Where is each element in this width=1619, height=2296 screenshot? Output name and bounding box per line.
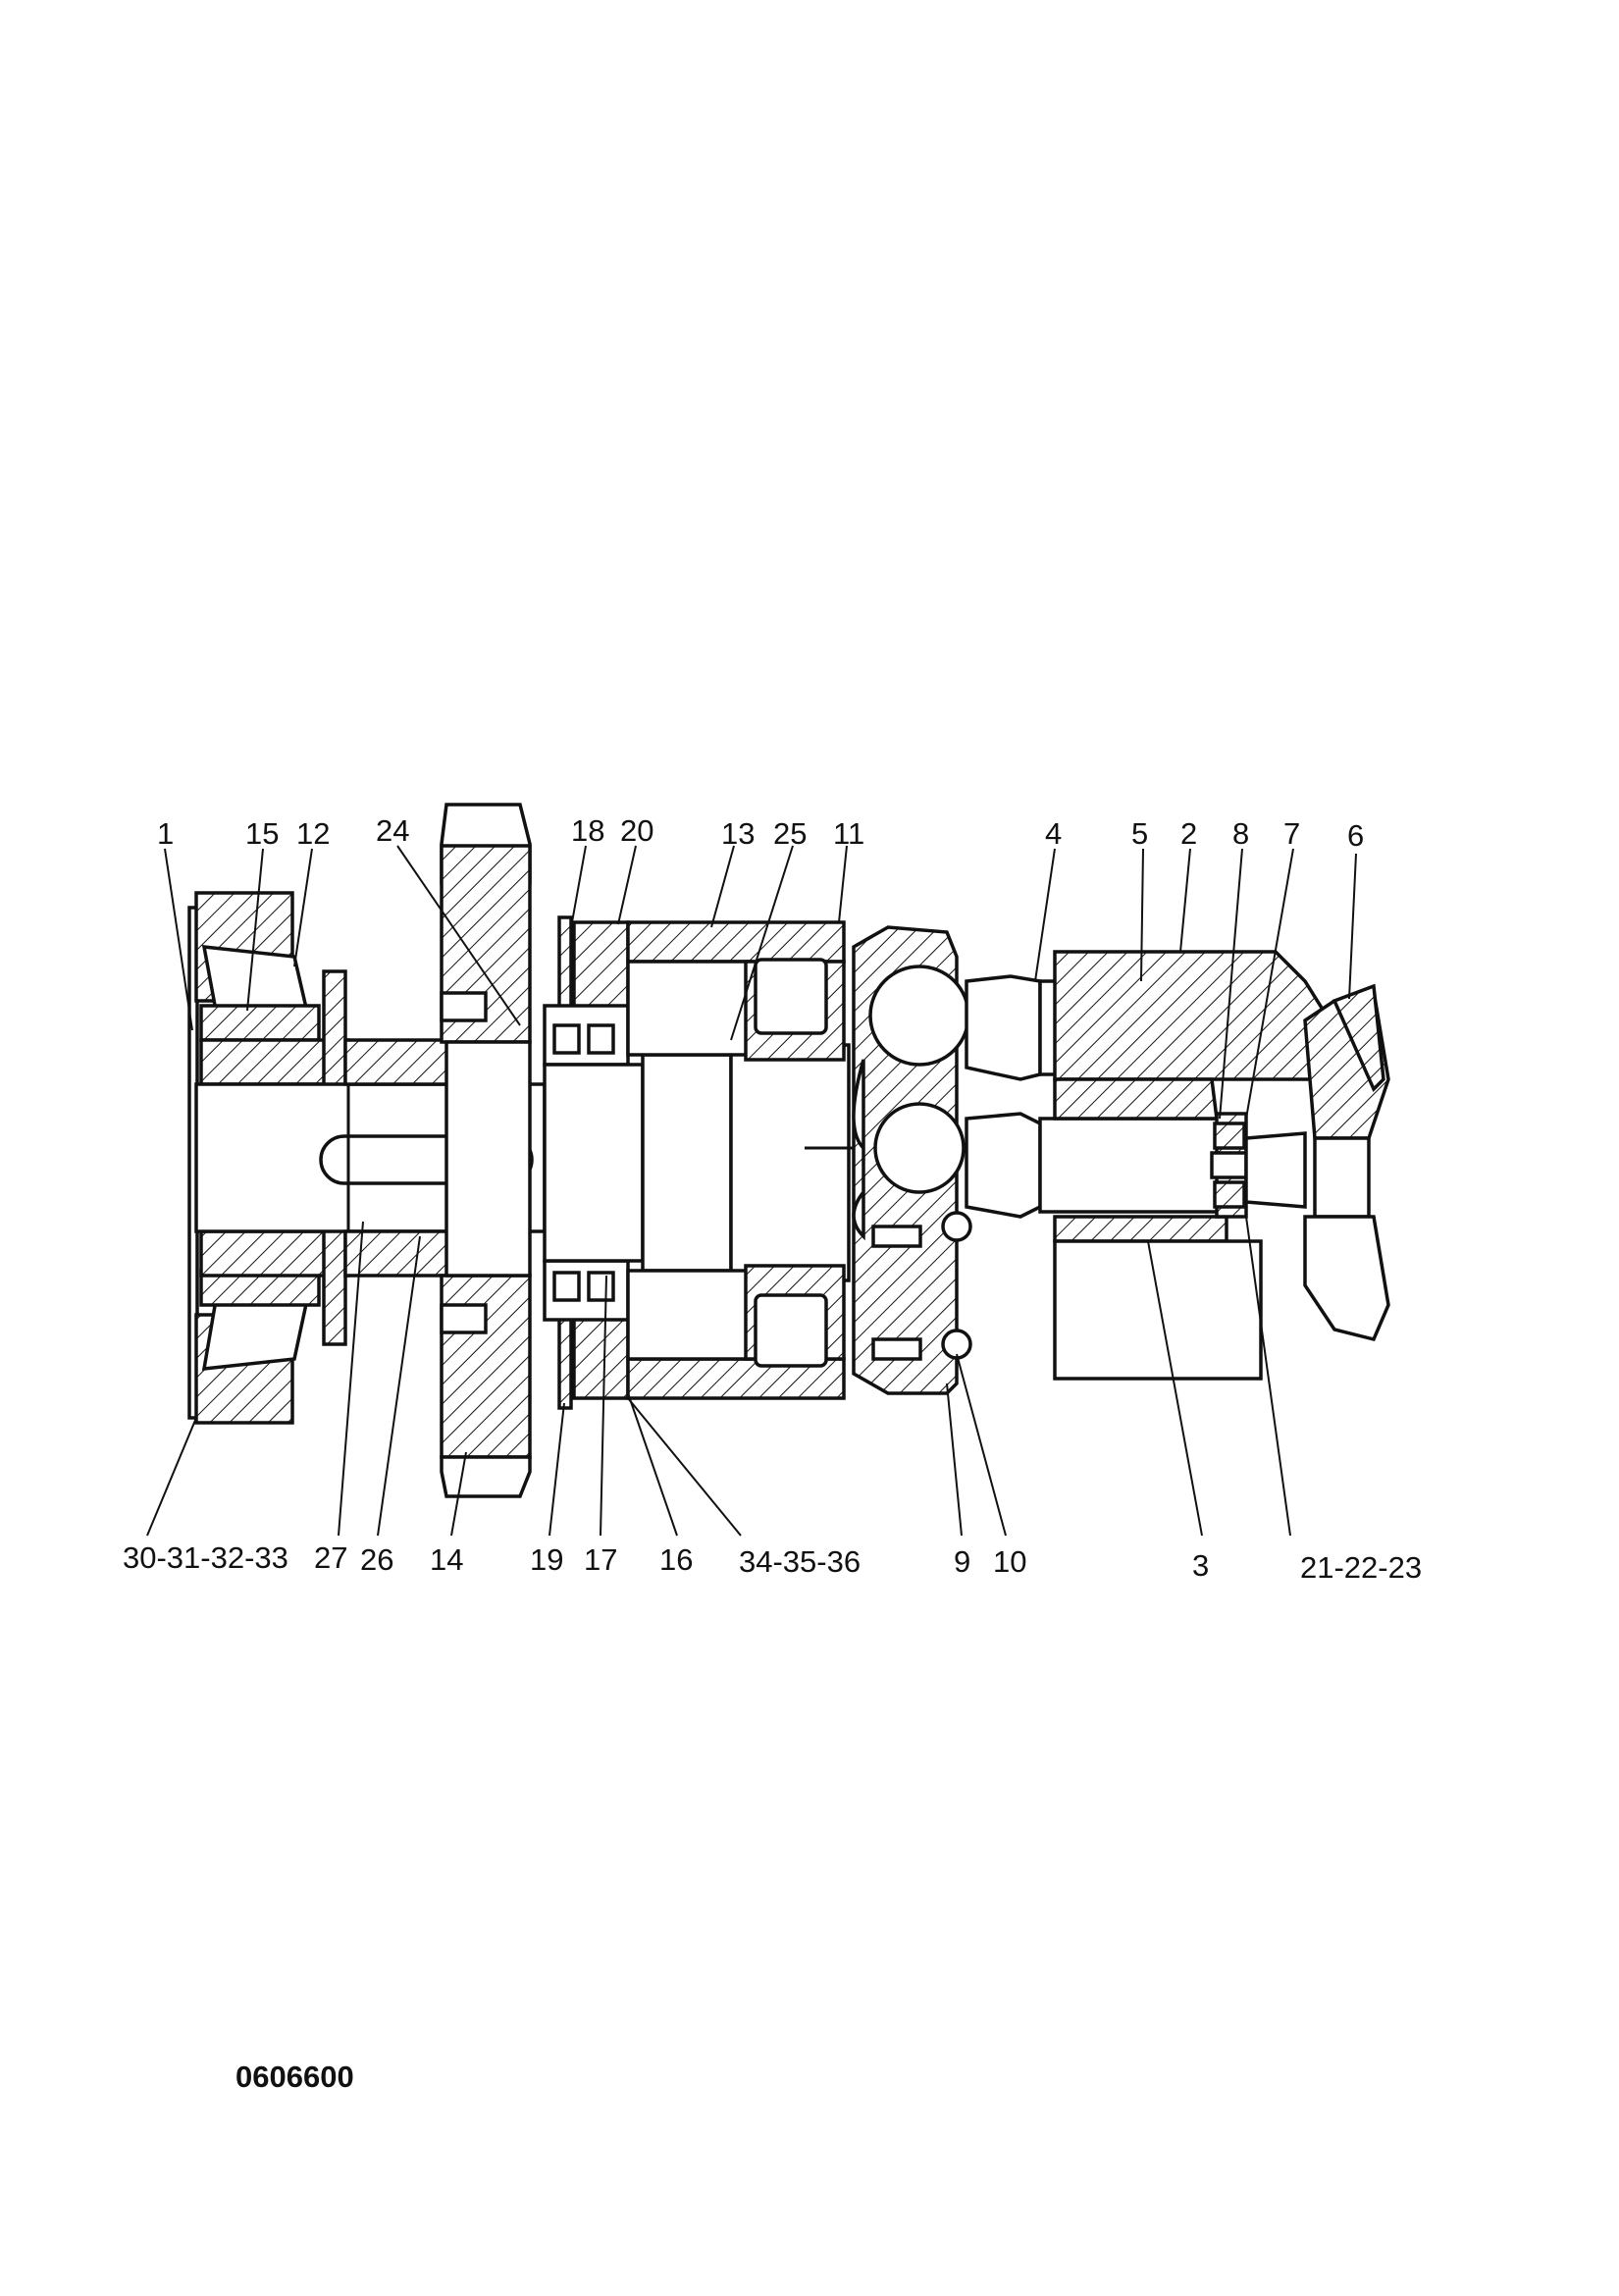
lower-taper-bearing	[194, 1269, 321, 1425]
callout-26: 26	[360, 1542, 393, 1577]
callout-7: 7	[1283, 816, 1300, 851]
callout-2: 2	[1180, 816, 1197, 851]
shaft-hub	[543, 1043, 851, 1282]
cylinder-block	[805, 925, 972, 1395]
leader-lines	[146, 845, 1357, 1537]
callout-5: 5	[1131, 816, 1148, 851]
pump-housing	[626, 920, 846, 1400]
callout-6: 6	[1347, 818, 1364, 853]
callout-15: 15	[245, 816, 279, 851]
callout-10: 10	[993, 1544, 1026, 1579]
callout-34-35-36: 34-35-36	[739, 1544, 861, 1579]
top-callouts: 1 15 12 24 18 20 13 25 11 4 5 2 8 7 6	[157, 813, 1364, 853]
callout-9: 9	[954, 1544, 970, 1579]
callout-20: 20	[620, 813, 653, 848]
callout-11: 11	[833, 816, 864, 851]
callout-25: 25	[773, 816, 807, 851]
upper-taper-bearing	[194, 891, 321, 1042]
callout-4: 4	[1045, 816, 1062, 851]
callout-13: 13	[721, 816, 755, 851]
callout-12: 12	[296, 816, 330, 851]
callout-17: 17	[584, 1542, 617, 1577]
callout-18: 18	[571, 813, 604, 848]
drive-shaft	[194, 1038, 547, 1278]
callout-30-31-32-33: 30-31-32-33	[123, 1540, 288, 1575]
callout-27: 27	[314, 1540, 347, 1575]
callout-8: 8	[1232, 816, 1249, 851]
piston-lower	[965, 1112, 1224, 1219]
seal-housing	[543, 915, 630, 1410]
bottom-callouts: 30-31-32-33 27 26 14 19 17 16 34-35-36 9…	[123, 1540, 1422, 1585]
valve-block	[1053, 950, 1332, 1381]
callout-19: 19	[530, 1542, 563, 1577]
callout-14: 14	[430, 1542, 463, 1577]
callout-3: 3	[1192, 1548, 1209, 1583]
drawing-code: 0606600	[235, 2060, 354, 2094]
callout-1: 1	[157, 816, 174, 851]
callout-24: 24	[376, 813, 409, 848]
drive-gear	[440, 803, 532, 1498]
callout-16: 16	[659, 1542, 693, 1577]
callout-21-22-23: 21-22-23	[1300, 1550, 1422, 1585]
end-cap	[1303, 983, 1390, 1342]
